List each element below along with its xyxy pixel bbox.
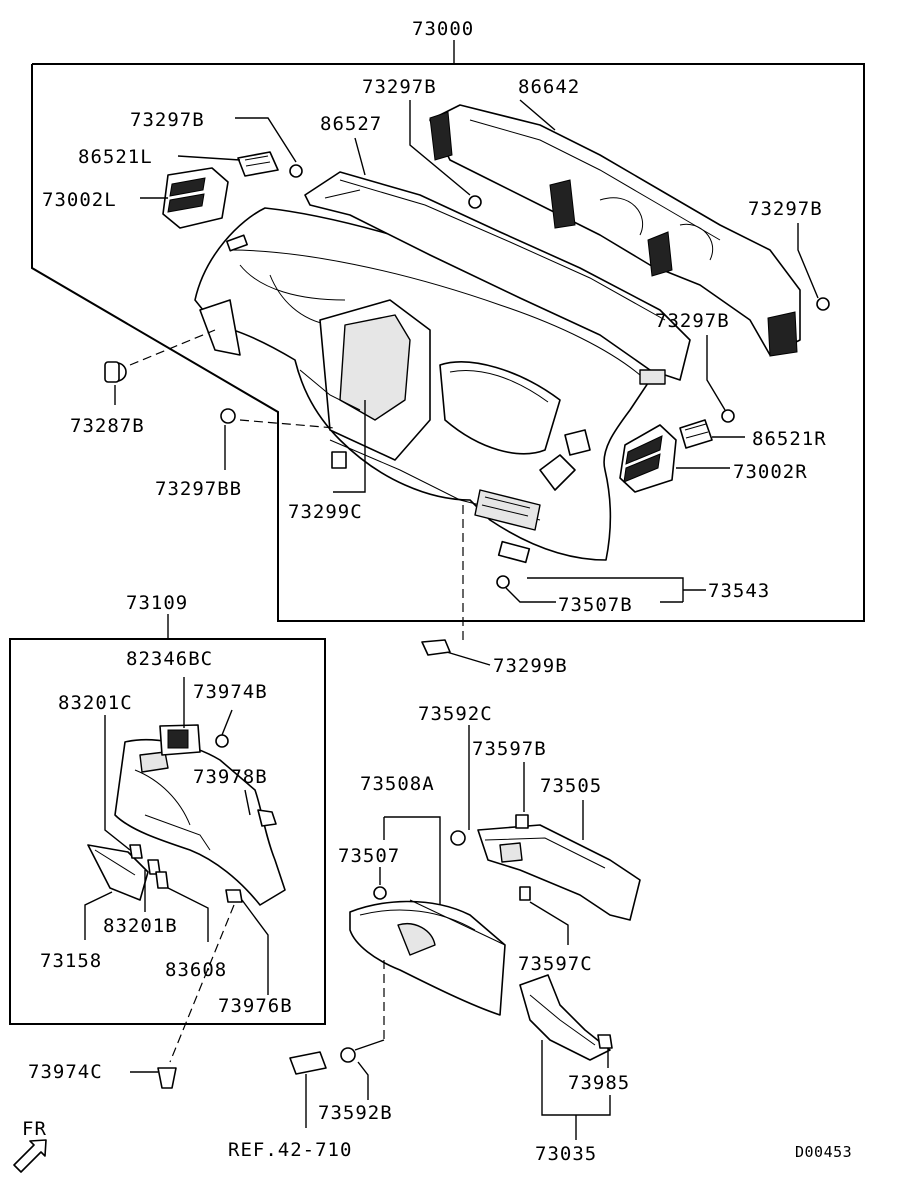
label-73035: 73035 [535, 1143, 597, 1165]
instrument-panel [194, 207, 661, 561]
label-83608: 83608 [165, 959, 227, 981]
lower-panel-leaders [84, 677, 269, 1073]
label-83201B: 83201B [103, 915, 178, 937]
label-73297B-a: 73297B [130, 109, 205, 131]
lower-panel-parts [87, 724, 286, 1089]
defroster-bracket-86527 [304, 171, 691, 385]
label-73002L: 73002L [42, 189, 117, 211]
direction-label: FR [22, 1118, 47, 1140]
reference-label: REF.42-710 [228, 1139, 352, 1161]
glove-box-leaders [305, 725, 611, 1140]
label-73592B: 73592B [318, 1102, 393, 1124]
front-direction-arrow [13, 1139, 47, 1173]
label-73297B-b: 73297B [362, 76, 437, 98]
fasteners-main [104, 164, 830, 589]
side-vent-73002R [619, 419, 713, 493]
label-73978B: 73978B [193, 766, 268, 788]
label-73297B-c: 73297B [748, 198, 823, 220]
clip-73299B [421, 639, 451, 656]
label-73597B: 73597B [472, 738, 547, 760]
label-83201C: 83201C [58, 692, 133, 714]
label-73597C: 73597C [518, 953, 593, 975]
label-73974C: 73974C [28, 1061, 103, 1083]
label-73299B: 73299B [493, 655, 568, 677]
label-73507B: 73507B [558, 594, 633, 616]
label-73297B-d: 73297B [655, 310, 730, 332]
side-vent-73002L [162, 151, 279, 229]
label-73976B: 73976B [218, 995, 293, 1017]
label-73974B: 73974B [193, 681, 268, 703]
glove-box-parts [289, 814, 641, 1075]
side-duct-86642 [429, 104, 801, 357]
label-73109: 73109 [126, 592, 188, 614]
label-73297BB: 73297BB [155, 478, 242, 500]
label-86527: 86527 [320, 113, 382, 135]
label-73299C: 73299C [288, 501, 363, 523]
dashboard-assembly-frame [31, 63, 865, 622]
label-73985: 73985 [568, 1072, 630, 1094]
label-86521R: 86521R [752, 428, 827, 450]
label-86642: 86642 [518, 76, 580, 98]
label-73002R: 73002R [733, 461, 808, 483]
labels: 73000 73297B 86527 73297B 86642 86521L 7… [22, 18, 852, 1165]
label-73287B: 73287B [70, 415, 145, 437]
label-82346BC: 82346BC [126, 648, 213, 670]
label-73543: 73543 [708, 580, 770, 602]
label-73508A: 73508A [360, 773, 435, 795]
label-73507: 73507 [338, 845, 400, 867]
label-73158: 73158 [40, 950, 102, 972]
label-86521L: 86521L [78, 146, 153, 168]
lower-panel-frame [9, 614, 326, 1025]
drawing-code: D00453 [795, 1143, 852, 1161]
label-73505: 73505 [540, 775, 602, 797]
label-73000: 73000 [412, 18, 474, 40]
label-73592C: 73592C [418, 703, 493, 725]
